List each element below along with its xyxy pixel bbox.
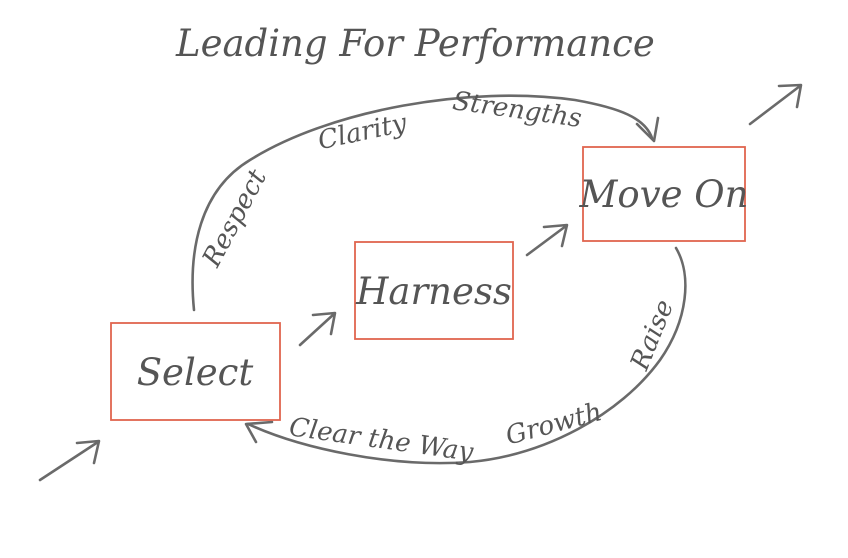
stage-select-label: Select [137,351,254,394]
stage-harness: Harness [354,241,514,340]
arrow-select-to-harness [298,312,336,347]
entry-arrow-head [75,439,101,465]
exit-arrow [748,84,802,126]
entry-arrow [38,440,100,482]
label-respect: Respect [196,164,273,272]
exit-arrow-head [777,83,803,109]
label-raise: Raise [625,296,680,376]
label-strengths: Strengths [451,86,584,134]
arrow-harness-to-move-on-head [542,223,569,248]
bottom-arc [246,246,687,465]
label-growth: Growth [503,397,606,451]
stage-move-on-label: Move On [579,173,749,216]
top-arc-arrowhead [635,116,660,143]
stage-harness-label: Harness [355,270,512,313]
stage-select-box [110,322,281,421]
arrow-select-to-harness-head [311,311,337,336]
bottom-arc-arrowhead [244,420,274,444]
stage-move-on-box [582,146,746,242]
stage-harness-box [354,241,514,340]
diagram-title: Leading For Performance [175,22,655,65]
top-arc [191,94,654,312]
stage-move-on: Move On [579,146,749,242]
stage-select: Select [110,322,281,421]
arrow-harness-to-move-on [525,224,568,257]
